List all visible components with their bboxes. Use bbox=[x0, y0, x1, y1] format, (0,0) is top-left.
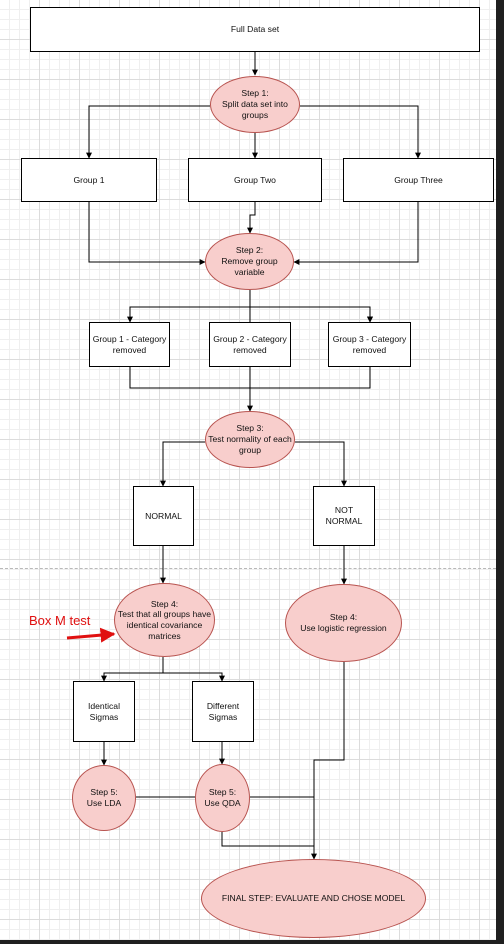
node-step4-covariance[interactable]: Step 4: Test that all groups have identi… bbox=[114, 583, 215, 657]
edge-step1-groupthree bbox=[300, 105, 421, 159]
node-group-two[interactable]: Group Two bbox=[188, 158, 322, 202]
node-final-step[interactable]: FINAL STEP: EVALUATE AND CHOSE MODEL bbox=[201, 859, 426, 938]
edge-step4b-merge bbox=[313, 662, 345, 846]
edge-cat-merge bbox=[129, 367, 371, 411]
edge-grouptwo-step2 bbox=[247, 202, 256, 234]
node-not-normal[interactable]: NOT NORMAL bbox=[313, 486, 375, 546]
node-group-three[interactable]: Group Three bbox=[343, 158, 494, 202]
node-normal[interactable]: NORMAL bbox=[133, 486, 194, 546]
edge-group1-step2 bbox=[88, 202, 206, 265]
node-step5-lda[interactable]: Step 5: Use LDA bbox=[72, 765, 136, 831]
node-full-data-set[interactable]: Full Data set bbox=[30, 7, 480, 52]
node-identical-sigmas[interactable]: Identical Sigmas bbox=[73, 681, 135, 742]
node-different-sigmas[interactable]: Different Sigmas bbox=[192, 681, 254, 742]
node-group1[interactable]: Group 1 bbox=[21, 158, 157, 202]
node-group3-category[interactable]: Group 3 - Category removed bbox=[328, 322, 411, 367]
node-group2-category[interactable]: Group 2 - Category removed bbox=[209, 322, 291, 367]
edge-groupthree-step2 bbox=[293, 202, 419, 265]
node-step5-qda[interactable]: Step 5: Use QDA bbox=[195, 764, 250, 832]
edge-step2-split bbox=[129, 290, 370, 322]
edge-step1-group1 bbox=[86, 105, 210, 159]
window-edge-bottom bbox=[0, 940, 504, 944]
edge-qda-final bbox=[221, 832, 317, 860]
node-step2[interactable]: Step 2: Remove group variable bbox=[205, 233, 294, 290]
node-step1[interactable]: Step 1: Split data set into groups bbox=[210, 76, 300, 133]
edge-step4a-different bbox=[163, 672, 225, 682]
node-step3[interactable]: Step 3: Test normality of each group bbox=[205, 411, 295, 468]
edge-step3-notnormal bbox=[295, 441, 347, 487]
edge-step3-normal bbox=[160, 441, 205, 487]
edge-step4a-identical bbox=[101, 657, 164, 682]
node-group1-category[interactable]: Group 1 - Category removed bbox=[89, 322, 170, 367]
window-edge-right bbox=[496, 0, 504, 944]
annotation-box-m-test: Box M test bbox=[29, 613, 91, 628]
annotation-arrow bbox=[66, 627, 116, 643]
page-break-line bbox=[0, 568, 496, 569]
node-step4-logistic[interactable]: Step 4: Use logistic regression bbox=[285, 584, 402, 662]
